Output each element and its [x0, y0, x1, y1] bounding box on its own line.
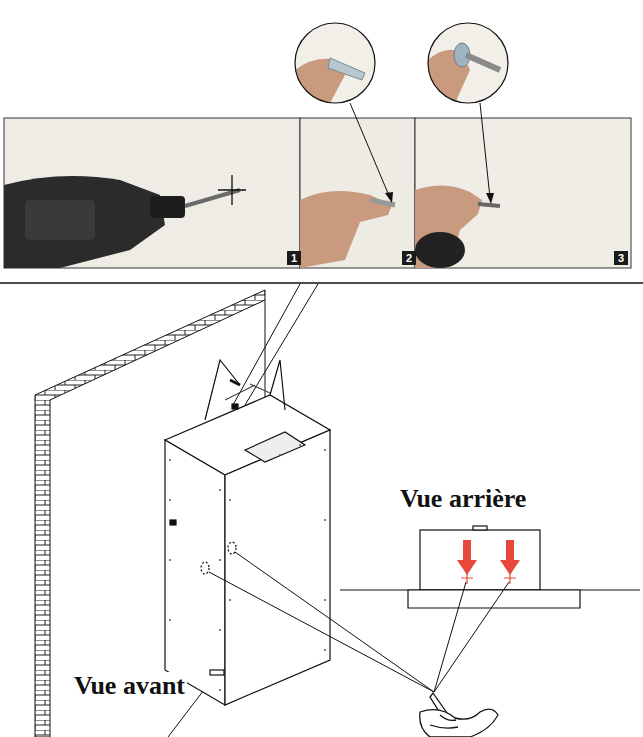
callout-number: 3 — [614, 251, 628, 265]
view-title: Vue avant — [72, 672, 187, 701]
photo-strip — [4, 118, 631, 268]
hood-body — [165, 360, 330, 705]
view-title: Vue arrière — [398, 485, 528, 514]
rear-view — [340, 526, 640, 608]
callout-number: 1 — [287, 251, 301, 265]
leader-lines — [209, 552, 509, 692]
detail-insets — [295, 23, 508, 204]
hand-pencil — [420, 693, 498, 737]
callout-number: 2 — [402, 251, 416, 265]
mark-arrows — [457, 540, 520, 584]
hood-holes — [169, 444, 326, 691]
